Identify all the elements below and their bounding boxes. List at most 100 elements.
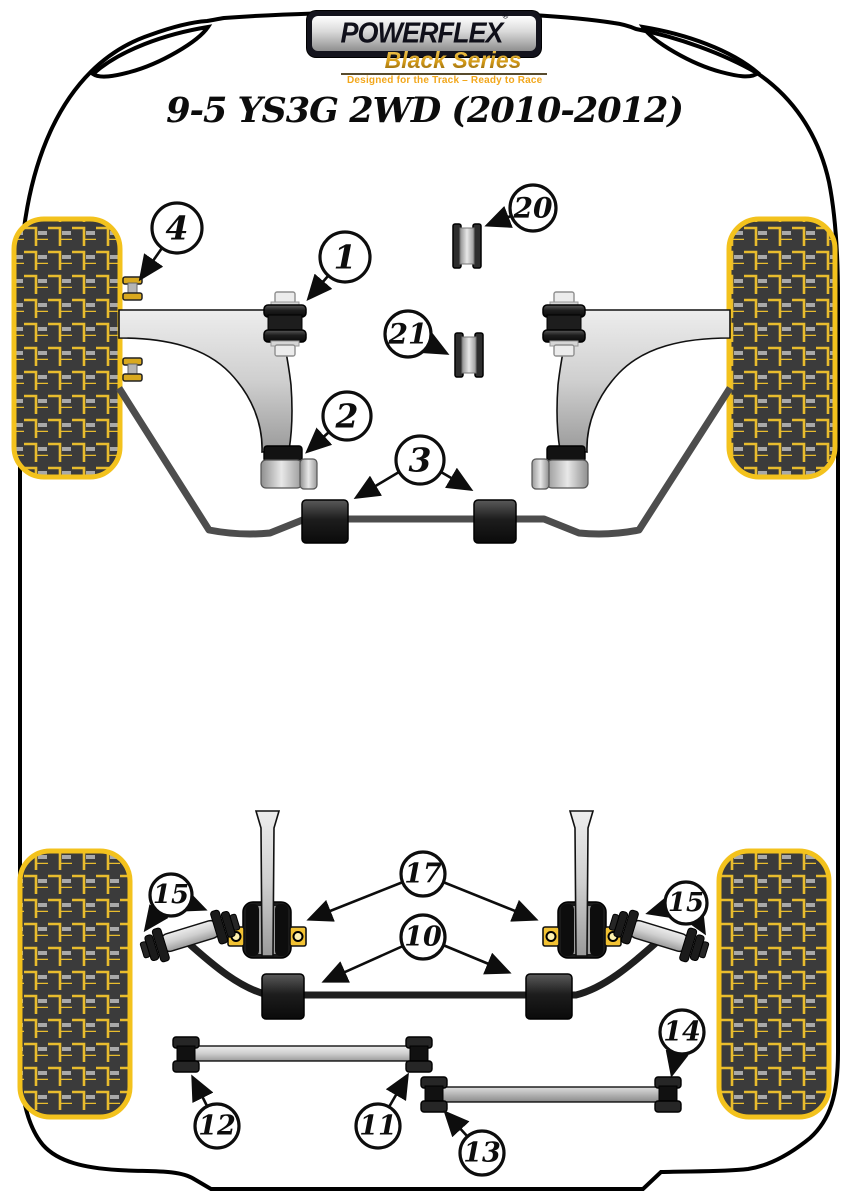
callout-circle	[354, 1102, 402, 1150]
tires	[11, 216, 838, 1120]
logo-tagline: Designed for the Track – Ready to Race	[347, 75, 543, 86]
callout-12: 12	[191, 1074, 241, 1150]
callout-arrow	[138, 247, 164, 282]
callout-arrow	[442, 880, 539, 922]
logo-series-text: Black Series	[307, 47, 541, 74]
callout-10: 10	[321, 913, 512, 983]
callout-3: 3	[353, 434, 474, 499]
callout-number: 10	[404, 922, 442, 953]
registered-mark: ®	[502, 10, 509, 21]
callout-arrow	[484, 206, 513, 228]
callout-20: 20	[484, 183, 558, 233]
callout-number: 1	[334, 238, 357, 277]
rod-bar	[433, 1086, 669, 1103]
callout-arrow	[440, 467, 474, 491]
callout-1: 1	[306, 230, 372, 301]
front-left-tire	[11, 216, 123, 480]
callout-number: 2	[335, 397, 359, 436]
rear-right-tire	[716, 848, 832, 1120]
front-right-front-bushing	[542, 291, 586, 357]
callout-number: 17	[404, 859, 442, 890]
subframe-spool-lower	[122, 357, 143, 382]
callout-circle	[394, 434, 446, 486]
callout-circle	[658, 1008, 706, 1056]
front-right-control-arm-assembly	[531, 291, 731, 490]
front-arb-bushing-right	[473, 499, 517, 544]
front-anti-roll-bar	[116, 386, 733, 544]
front-right-tire	[726, 216, 838, 480]
front-left-front-bushing	[263, 291, 307, 357]
callout-arrow	[191, 1074, 214, 1107]
rear-left-tire	[17, 848, 133, 1120]
rear-upper-lateral-rod	[172, 1036, 433, 1073]
callout-number: 15	[153, 880, 189, 910]
callout-number: 3	[409, 441, 432, 480]
callout-circle	[399, 850, 447, 898]
engine-mount-spool-21	[454, 332, 484, 378]
rod-bar	[185, 1045, 423, 1062]
logo-brand-text: POWERFLEX®	[340, 10, 509, 49]
front-left-control-arm	[118, 309, 293, 453]
callout-arrow	[385, 1072, 409, 1108]
engine-mount-spool-20	[452, 223, 482, 269]
rear-left-drop-link	[139, 909, 241, 963]
car-body-outline	[18, 9, 840, 1191]
front-right-control-arm	[556, 309, 731, 453]
front-left-rear-bushing	[260, 445, 318, 490]
callout-15-left: 15	[143, 872, 208, 933]
callout-number: 11	[359, 1111, 397, 1142]
rear-right-mount-lobe-b	[561, 904, 574, 956]
callout-11: 11	[354, 1072, 409, 1150]
callout-number: 12	[198, 1111, 236, 1142]
callout-number: 14	[663, 1017, 701, 1048]
rear-lower-lateral-rod	[420, 1076, 682, 1113]
callout-circle	[193, 1102, 241, 1150]
callout-circle	[150, 201, 204, 255]
callout-circle	[458, 1129, 506, 1177]
callout-circle	[383, 309, 433, 359]
rear-arb-bushing-left	[261, 973, 305, 1020]
front-right-rear-bushing	[531, 445, 589, 490]
callout-circle	[508, 183, 558, 233]
front-left-control-arm-assembly	[118, 291, 318, 490]
callout-arrow	[321, 944, 404, 983]
rear-arb-bar	[182, 937, 662, 999]
rod-bushing-13	[420, 1076, 448, 1113]
rear-left-trailing-arm-assembly	[139, 810, 307, 963]
callout-arrow	[420, 332, 450, 355]
callout-arrow	[306, 273, 333, 301]
callout-arrow	[305, 427, 333, 454]
logo-silver-band: POWERFLEX®	[312, 10, 536, 51]
callout-21: 21	[383, 309, 450, 359]
callout-number: 15	[668, 888, 704, 918]
rear-right-mount-tab-inner	[542, 926, 560, 947]
car-body	[18, 9, 840, 1191]
callout-number: 4	[166, 209, 189, 248]
rear-left-trailing-arm	[254, 810, 281, 957]
callout-arrow	[143, 904, 169, 933]
rear-arb-bushing-right	[525, 973, 573, 1020]
callout-17: 17	[306, 850, 539, 922]
callout-number: 20	[513, 192, 553, 225]
callout-circle	[663, 880, 709, 926]
callout-arrow	[353, 470, 400, 499]
rear-left-mount-lobe-a	[246, 904, 259, 956]
callout-arrow	[665, 1049, 689, 1078]
front-arb-bushing-left	[301, 499, 349, 544]
callout-circle	[321, 390, 373, 442]
right-headlight-outline	[638, 24, 762, 79]
callout-number: 13	[463, 1138, 501, 1169]
callout-circle	[318, 230, 372, 284]
rear-left-mount-tab-right	[289, 926, 307, 947]
callout-13: 13	[443, 1110, 506, 1177]
page-title: 9-5 YS3G 2WD (2010-2012)	[166, 90, 684, 131]
powerflex-logo: POWERFLEX® Black Series Designed for the…	[307, 11, 547, 86]
rod-bushing-11	[405, 1036, 433, 1073]
subframe-spool-upper	[122, 276, 143, 301]
callout-circle	[399, 913, 447, 961]
rear-right-trailing-arm	[568, 810, 595, 957]
logo-frame: POWERFLEX®	[307, 11, 541, 57]
callout-arrow	[306, 880, 404, 922]
